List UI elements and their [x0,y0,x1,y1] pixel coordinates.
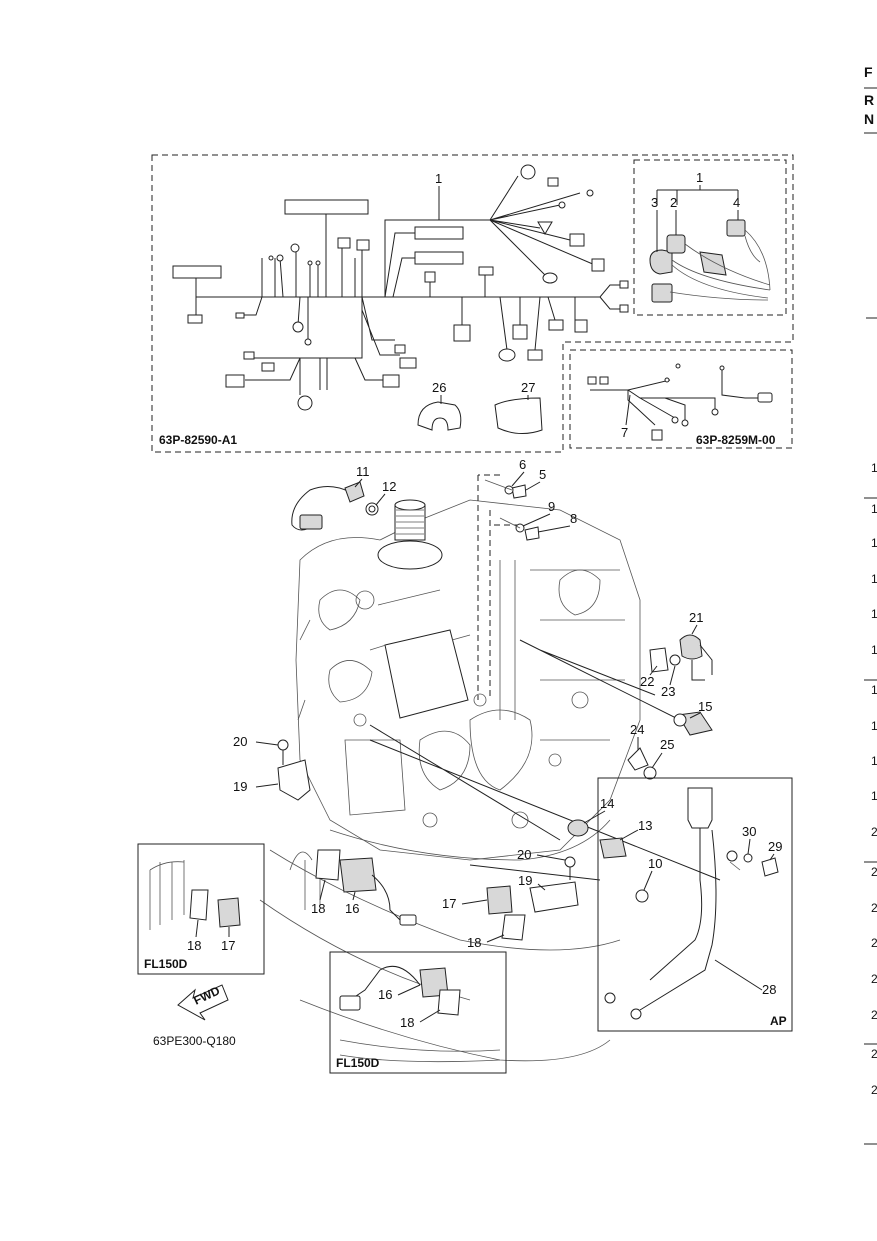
callout-14: 14 [600,796,614,811]
margin-number: 2 [871,901,877,915]
clamp-27 [494,397,543,434]
margin-number: 2 [871,1008,877,1022]
callout-6: 6 [519,457,526,472]
inset-center-label: FL150D [336,1056,380,1070]
inset-right [597,777,793,1032]
callout-7: 7 [621,425,628,440]
figure-code: 63PE300-Q180 [153,1034,236,1048]
callout-16-inset: 16 [378,987,392,1002]
margin-number: 1 [871,643,877,657]
callout-21: 21 [689,610,703,625]
callout-20: 20 [233,734,247,749]
page-edge: F R N 1 1 1 1 1 1 1 1 1 1 2 2 2 2 2 2 2 … [864,64,877,1145]
callout-11: 11 [356,464,370,479]
clamp-26 [417,401,462,431]
page-title-fragment: F [864,64,873,80]
harness-detail-box [633,159,787,316]
margin-number: 1 [871,789,877,803]
callout-16: 16 [345,901,359,916]
callout-4: 4 [733,195,740,210]
inset-center [329,951,507,1074]
fwd-arrow-icon: FWD [177,983,229,1021]
sub-harness-box [569,349,793,449]
callout-8: 8 [570,511,577,526]
harness-connector [172,265,222,279]
margin-number: 2 [871,825,877,839]
callout-20-center: 20 [517,847,531,862]
callout-23: 23 [661,684,675,699]
callout-5: 5 [539,467,546,482]
callout-26: 26 [432,380,446,395]
margin-number: 1 [871,719,877,733]
callout-9: 9 [548,499,555,514]
callout-27: 27 [521,380,535,395]
callout-24: 24 [630,722,644,737]
callout-18: 18 [311,901,325,916]
margin-number: 2 [871,972,877,986]
margin-number: 1 [871,607,877,621]
engine-block [259,474,721,1062]
inset-left-label: FL150D [144,957,188,971]
wiring-harness-box [151,154,794,453]
ecu-connector [284,199,369,215]
callout-25: 25 [660,737,674,752]
callout-17-inset-left: 17 [221,938,235,953]
sub-harness-part-code: 63P-8259M-00 [696,433,776,447]
margin-number: 1 [871,502,877,516]
callout-1-detail: 1 [696,170,703,185]
callout-10: 10 [648,856,662,871]
callout-19-center: 19 [518,873,532,888]
callout-18-inset-left: 18 [187,938,201,953]
margin-number: 1 [871,461,877,475]
harness-connector [414,226,464,240]
margin-number: 1 [871,754,877,768]
callout-18-inset: 18 [400,1015,414,1030]
row-letter-n: N [864,111,874,127]
callout-12: 12 [382,479,396,494]
callout-19: 19 [233,779,247,794]
engine-parts [277,479,713,941]
callout-18-center: 18 [467,935,481,950]
callout-22: 22 [640,674,654,689]
margin-number: 1 [871,536,877,550]
margin-number: 2 [871,1047,877,1061]
harness-part-code: 63P-82590-A1 [159,433,237,447]
harness-connector [414,251,464,265]
callout-13: 13 [638,818,652,833]
callout-28: 28 [762,982,776,997]
callout-1: 1 [435,171,442,186]
margin-number: 1 [871,572,877,586]
inset-left [137,843,265,975]
margin-number: 2 [871,1083,877,1097]
callout-2: 2 [670,195,677,210]
margin-number: 1 [871,683,877,697]
margin-number: 2 [871,936,877,950]
inset-right-label: AP [770,1014,787,1028]
callout-3: 3 [651,195,658,210]
margin-number: 2 [871,865,877,879]
row-letter-r: R [864,92,874,108]
callout-17: 17 [442,896,456,911]
callout-30: 30 [742,824,756,839]
callout-15: 15 [698,699,712,714]
callouts: 1 1 2 3 4 26 27 7 11 12 6 5 9 8 21 [187,170,782,1030]
callout-29: 29 [768,839,782,854]
